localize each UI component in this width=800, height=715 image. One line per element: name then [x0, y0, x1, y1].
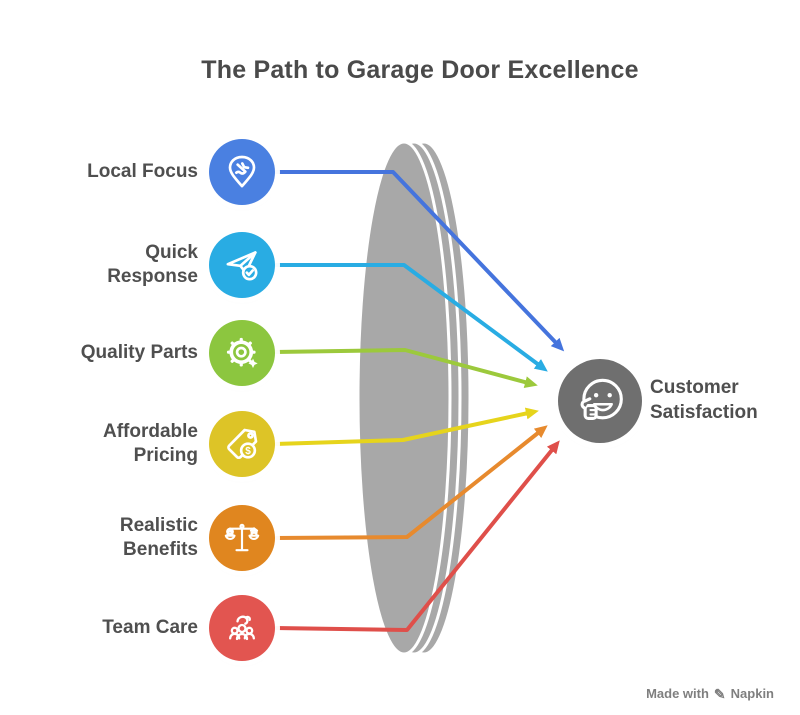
watermark-brand: Napkin — [730, 686, 774, 701]
connector-team-care — [273, 440, 560, 632]
price-tag-icon: $ — [227, 428, 258, 460]
map-pin-tool-icon — [228, 155, 256, 188]
affordable-pricing-badge: $ — [209, 411, 275, 477]
page-title: The Path to Garage Door Excellence — [201, 56, 639, 84]
smiley-thumbs-up-icon — [580, 378, 623, 420]
connector-quality-parts — [273, 348, 538, 388]
item-label-quality-parts: Quality Parts — [80, 342, 198, 364]
quick-response-badge — [209, 232, 275, 298]
watermark-prefix: Made with — [646, 686, 709, 701]
watermark: Made with ✎ Napkin — [646, 686, 774, 701]
lens-shape — [356, 140, 472, 656]
item-label-team-care: Team Care — [102, 617, 198, 639]
plane-check-icon — [226, 251, 258, 281]
gear-sparkle-icon — [226, 337, 258, 368]
item-label-realistic-benefits: Realistic Benefits — [119, 515, 198, 560]
item-label-local-focus: Local Focus — [87, 161, 198, 183]
connector-local-focus — [273, 170, 565, 352]
balance-scale-icon: $ — [224, 523, 260, 552]
team-care-badge — [209, 595, 275, 661]
connector-realistic-benefits — [273, 425, 548, 540]
customer-satisfaction-badge — [558, 359, 642, 443]
item-label-affordable-pricing: Affordable Pricing — [103, 421, 198, 466]
realistic-benefits-badge: $ — [209, 505, 275, 571]
svg-text:$: $ — [245, 446, 251, 457]
connector-quick-response — [273, 263, 548, 372]
team-hand-icon — [229, 615, 255, 641]
napkin-logo-icon: ✎ — [713, 685, 726, 702]
quality-parts-badge — [209, 320, 275, 386]
customer-satisfaction-label: Customer Satisfaction — [650, 377, 758, 423]
connector-affordable-pricing — [273, 407, 539, 446]
svg-text:$: $ — [229, 530, 232, 536]
local-focus-badge — [209, 139, 275, 205]
item-label-quick-response: Quick Response — [107, 242, 198, 287]
